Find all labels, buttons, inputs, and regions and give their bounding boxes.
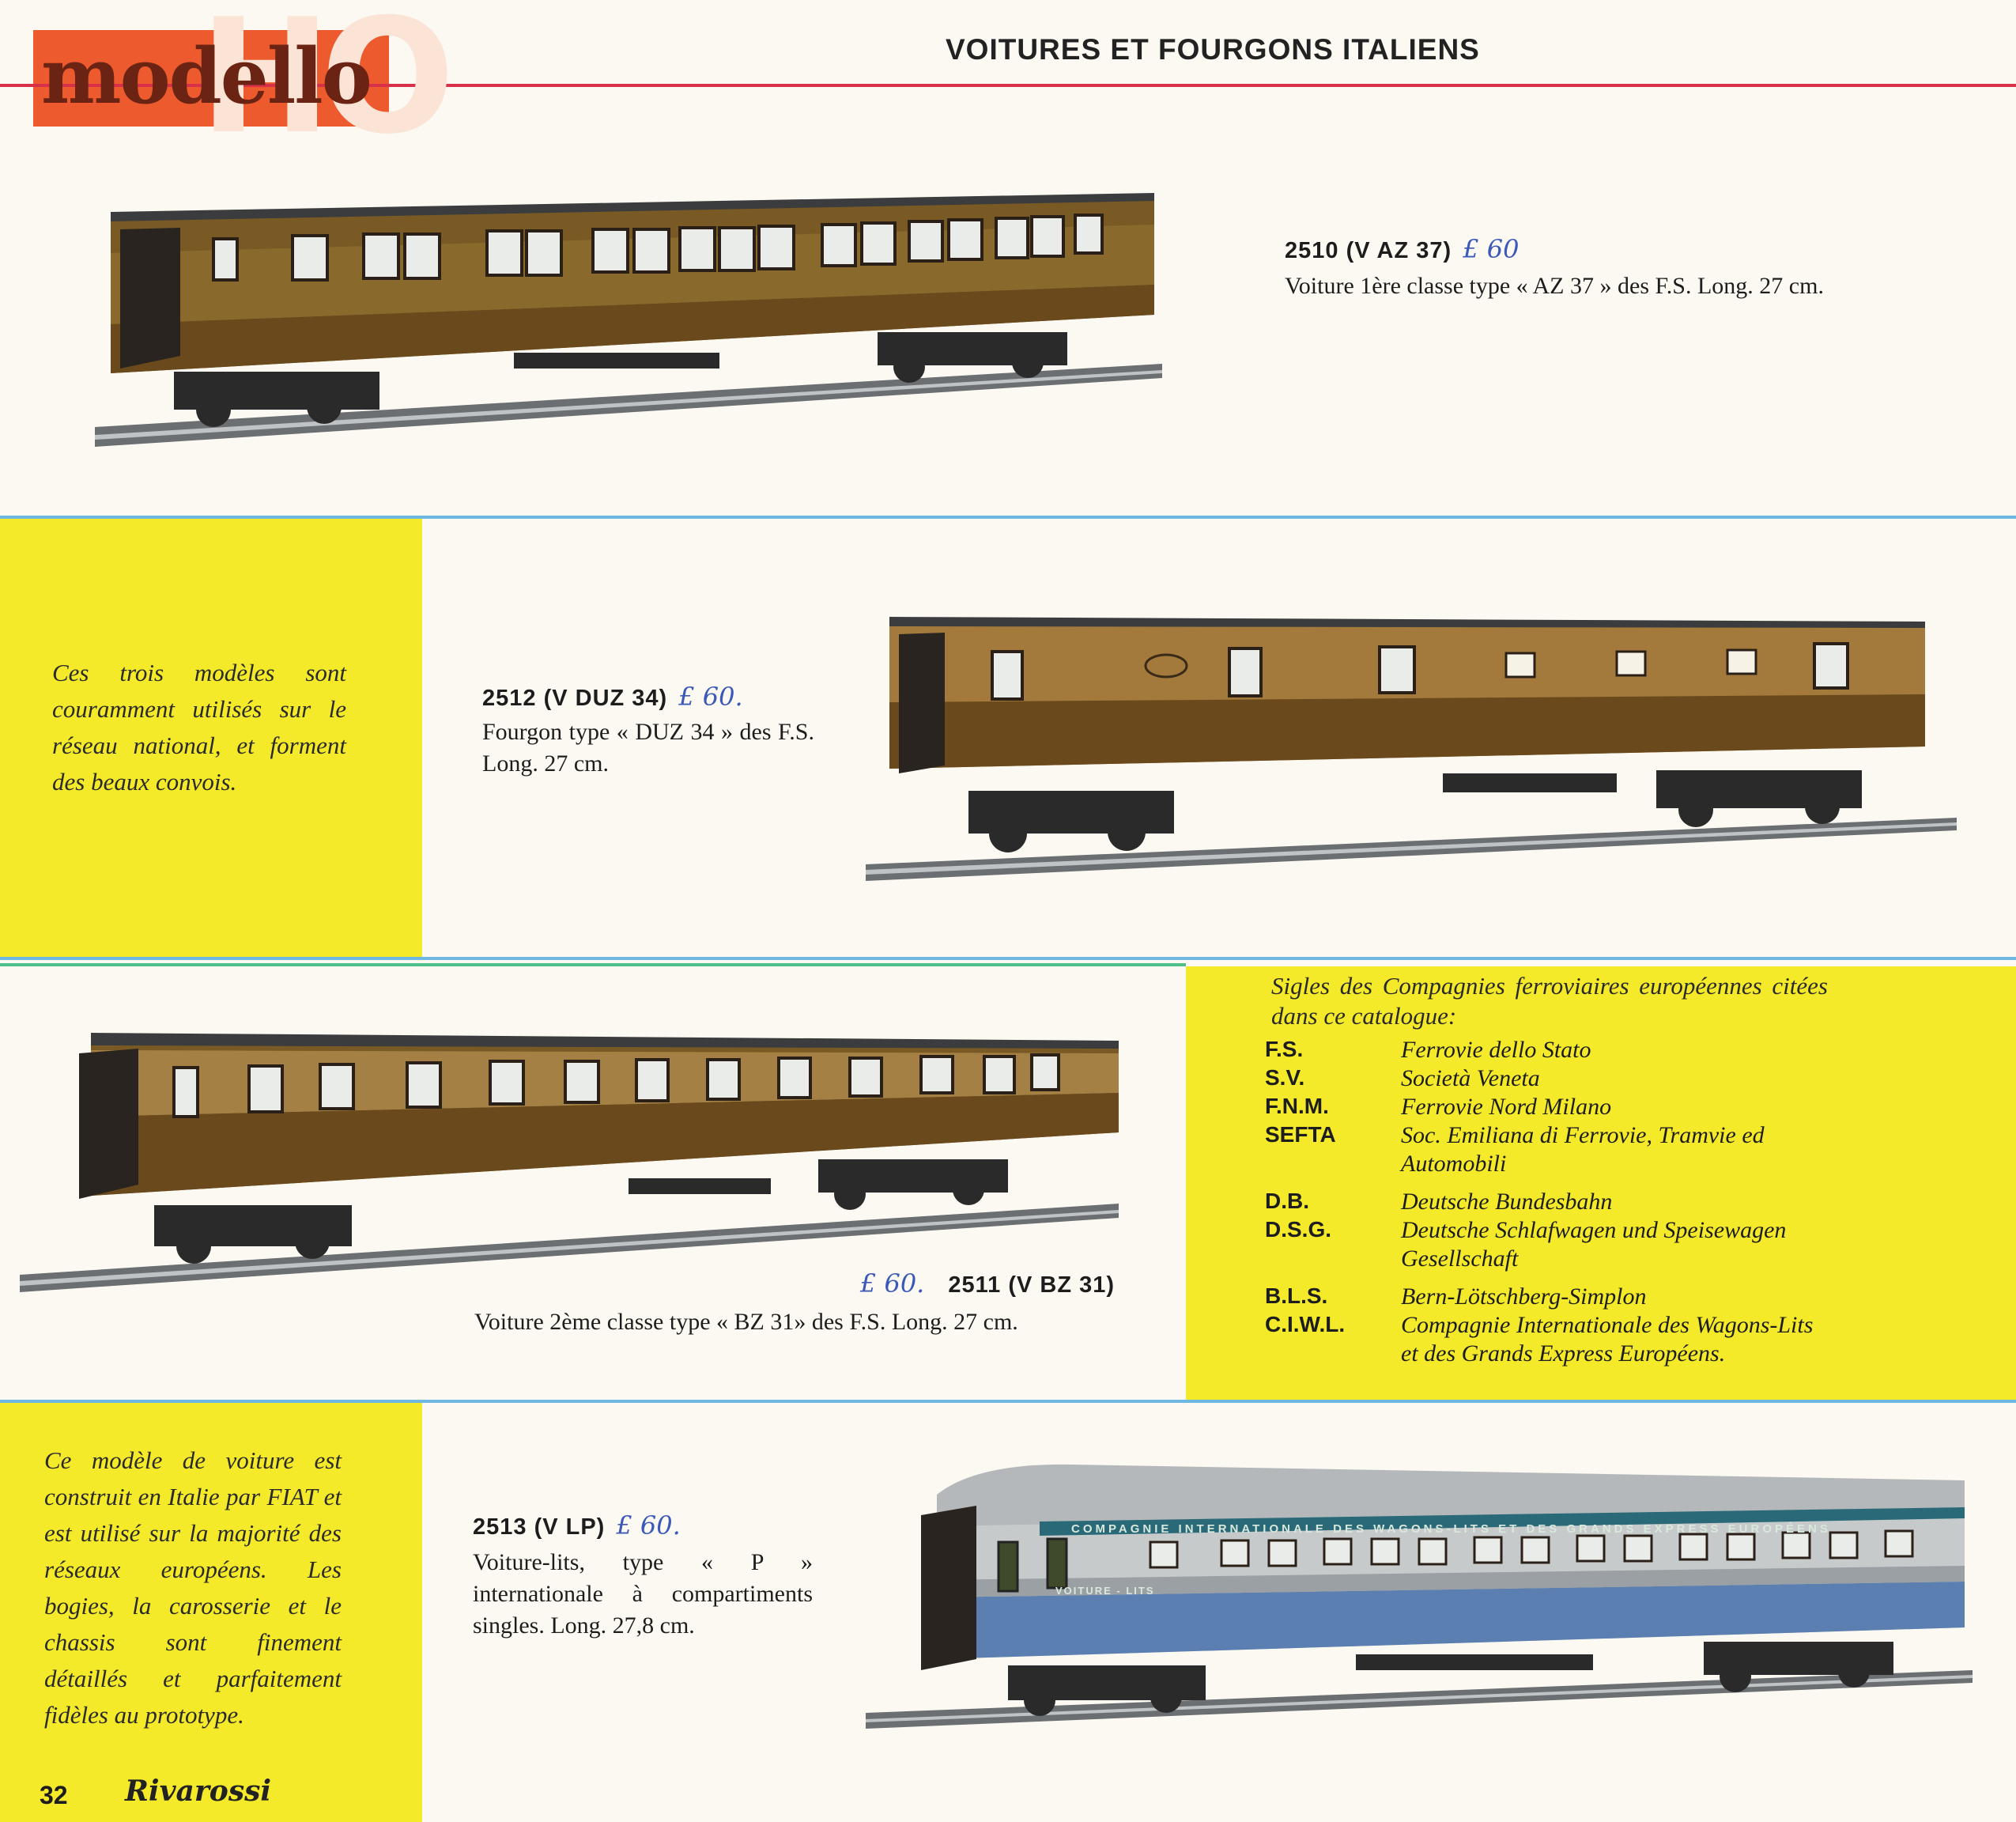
product-description: Voiture-lits, type « P » internationale … (473, 1549, 813, 1639)
page-number: 32 (40, 1781, 68, 1809)
sigle-abbr: C.I.W.L. (1265, 1312, 1346, 1336)
product-description: Voiture 2ème classe type « BZ 31» des F.… (474, 1309, 1018, 1335)
sigles-title: Sigles des Compagnies ferroviaires europ… (1271, 972, 1828, 1030)
sigle-abbr: F.S. (1265, 1037, 1304, 1061)
section-divider-2b (0, 963, 1186, 966)
sigle-abbr: S.V. (1265, 1065, 1305, 1090)
sigle-name: Deutsche Bundesbahn (1401, 1189, 1613, 1215)
section-divider-2 (0, 957, 2016, 960)
modello-ho-logo: HO modello (33, 0, 455, 157)
product-2511: £ 60. 2511 (V BZ 31) Voiture 2ème classe … (474, 1268, 1115, 1338)
product-2512: 2512 (V DUZ 34) £ 60. Fourgon type « DUZ … (482, 682, 814, 780)
product-description: Voiture 1ère classe type « AZ 37 » des F… (1285, 273, 1824, 299)
sleeping-car-banner: COMPAGNIE INTERNATIONALE DES WAGONS-LITS… (1071, 1522, 1831, 1536)
handwritten-price: £ 60. (616, 1510, 681, 1540)
sleeping-car-side-label: VOITURE - LITS (1055, 1585, 1155, 1597)
sigle-name: Bern-Lötschberg-Simplon (1401, 1283, 1647, 1310)
sigle-abbr: SEFTA (1265, 1122, 1336, 1147)
sigle-name: Soc. Emiliana di Ferrovie, Tramvie ed Au… (1401, 1122, 1765, 1177)
product-2510: 2510 (V AZ 37) £ 60 Voiture 1ère classe t… (1285, 234, 1921, 302)
section-divider-3 (0, 1400, 2016, 1403)
page-title: VOITURES ET FOURGONS ITALIENS (946, 33, 1480, 66)
sigle-abbr: B.L.S. (1265, 1283, 1328, 1308)
fourgon-2512-illustration (866, 617, 1957, 881)
handwritten-price: £ 60. (678, 682, 743, 712)
product-code: 2511 (V BZ 31) (948, 1272, 1115, 1298)
coach-2511-illustration (20, 1033, 1119, 1292)
product-code: 2513 (V LP) (473, 1514, 606, 1540)
sigle-abbr: D.B. (1265, 1189, 1309, 1213)
panel-sigles: Sigles des Compagnies ferroviaires europ… (1186, 966, 2016, 1400)
brand-logo: Rivarossi (125, 1775, 272, 1808)
logo-scale: HO (199, 0, 455, 169)
product-code: 2510 (V AZ 37) (1285, 238, 1452, 263)
section-divider-1 (0, 516, 2016, 519)
logo-word: modello (41, 32, 372, 121)
product-code: 2512 (V DUZ 34) (482, 686, 668, 711)
handwritten-price: £ 60 (1463, 234, 1520, 264)
coach-2510-illustration (95, 193, 1162, 447)
panel-fiat: Ce modèle de voiture est construit en It… (0, 1403, 422, 1822)
header-red-rule (0, 84, 2016, 87)
sigle-name: Compagnie Internationale des Wagons-Lits… (1401, 1312, 1814, 1366)
panel-trois-modeles: Ces trois modèles sont couramment utilis… (0, 519, 422, 957)
panel-fiat-text: Ce modèle de voiture est construit en It… (44, 1446, 342, 1729)
sigle-name: Deutsche Schlafwagen und Speisewagen Ges… (1401, 1217, 1787, 1272)
sleeping-car-2513-illustration: COMPAGNIE INTERNATIONALE DES WAGONS-LITS… (866, 1464, 1973, 1729)
sigle-name: Società Veneta (1401, 1065, 1540, 1091)
sigle-abbr: D.S.G. (1265, 1217, 1332, 1242)
sigle-name: Ferrovie dello Stato (1401, 1037, 1591, 1063)
product-description: Fourgon type « DUZ 34 » des F.S. Long. 2… (482, 719, 814, 777)
sigle-abbr: F.N.M. (1265, 1094, 1329, 1118)
sigle-name: Ferrovie Nord Milano (1401, 1094, 1612, 1120)
panel-trois-modeles-text: Ces trois modèles sont couramment utilis… (52, 659, 346, 796)
handwritten-price: £ 60. (859, 1268, 925, 1298)
product-2513: 2513 (V LP) £ 60. Voiture-lits, type « P … (473, 1510, 813, 1642)
